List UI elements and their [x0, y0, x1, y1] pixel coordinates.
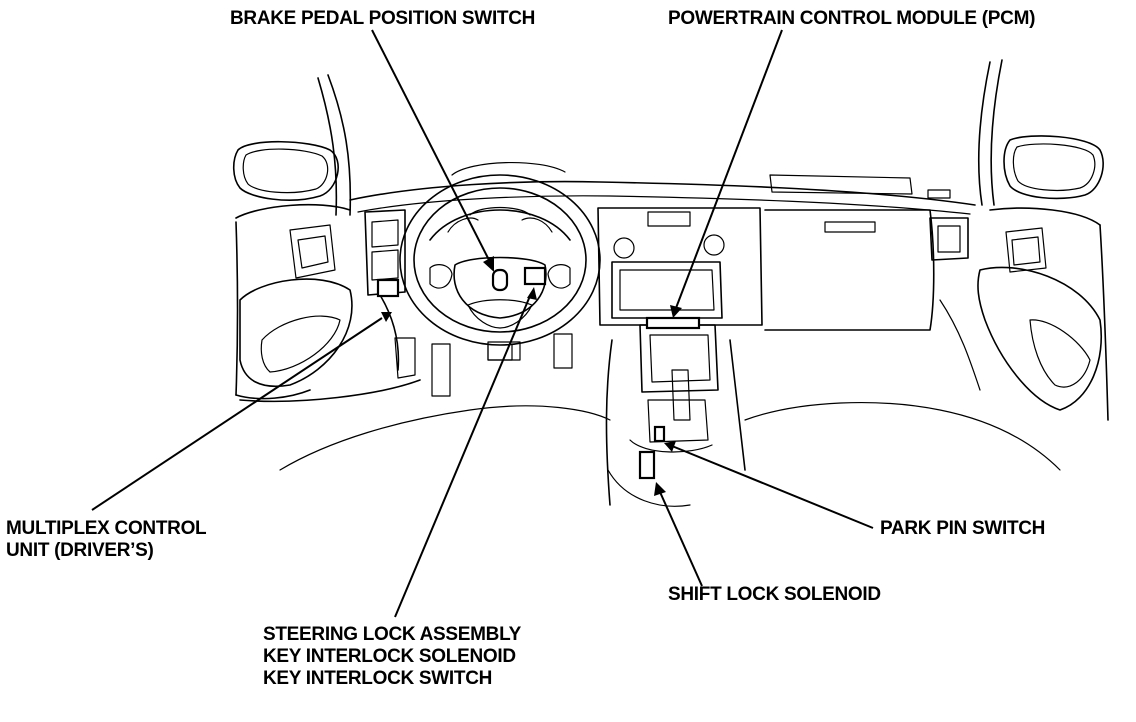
leader-park-pin — [671, 445, 874, 529]
label-powertrain-control-module: POWERTRAIN CONTROL MODULE (PCM) — [668, 8, 1036, 29]
leader-steering-lock — [394, 295, 531, 618]
brake-pedal-switch-marker — [491, 268, 509, 292]
arrowhead-multiplex — [381, 312, 392, 322]
label-shift-lock-solenoid: SHIFT LOCK SOLENOID — [668, 584, 881, 605]
arrowhead-steering-lock — [527, 287, 537, 300]
leader-multiplex — [91, 317, 383, 511]
arrowhead-brake-pedal — [483, 256, 494, 272]
leader-shift-lock — [659, 491, 703, 587]
arrowhead-shift-lock — [654, 482, 666, 496]
label-key-interlock-solenoid: KEY INTERLOCK SOLENOID — [263, 646, 516, 667]
label-multiplex-control-unit-line1: MULTIPLEX CONTROL — [6, 518, 207, 539]
park-pin-switch-marker — [653, 425, 666, 443]
label-multiplex-control-unit-line2: UNIT (DRIVER’S) — [6, 540, 154, 561]
label-park-pin-switch: PARK PIN SWITCH — [880, 518, 1046, 539]
pcm-marker — [645, 316, 701, 330]
label-steering-lock-assembly: STEERING LOCK ASSEMBLY — [263, 624, 522, 645]
leader-brake-pedal — [371, 29, 491, 263]
arrowhead-park-pin — [664, 441, 676, 452]
component-markers — [376, 266, 701, 480]
vehicle-interior-drawing — [232, 59, 1109, 507]
multiplex-unit-marker — [376, 278, 400, 298]
label-key-interlock-switch: KEY INTERLOCK SWITCH — [263, 668, 493, 689]
leader-lines — [91, 29, 874, 618]
steering-lock-marker — [523, 266, 547, 286]
leader-pcm — [675, 29, 783, 309]
shift-lock-solenoid-marker — [638, 450, 656, 480]
arrowhead-pcm — [670, 305, 682, 318]
label-brake-pedal-position-switch: BRAKE PEDAL POSITION SWITCH — [230, 8, 536, 29]
